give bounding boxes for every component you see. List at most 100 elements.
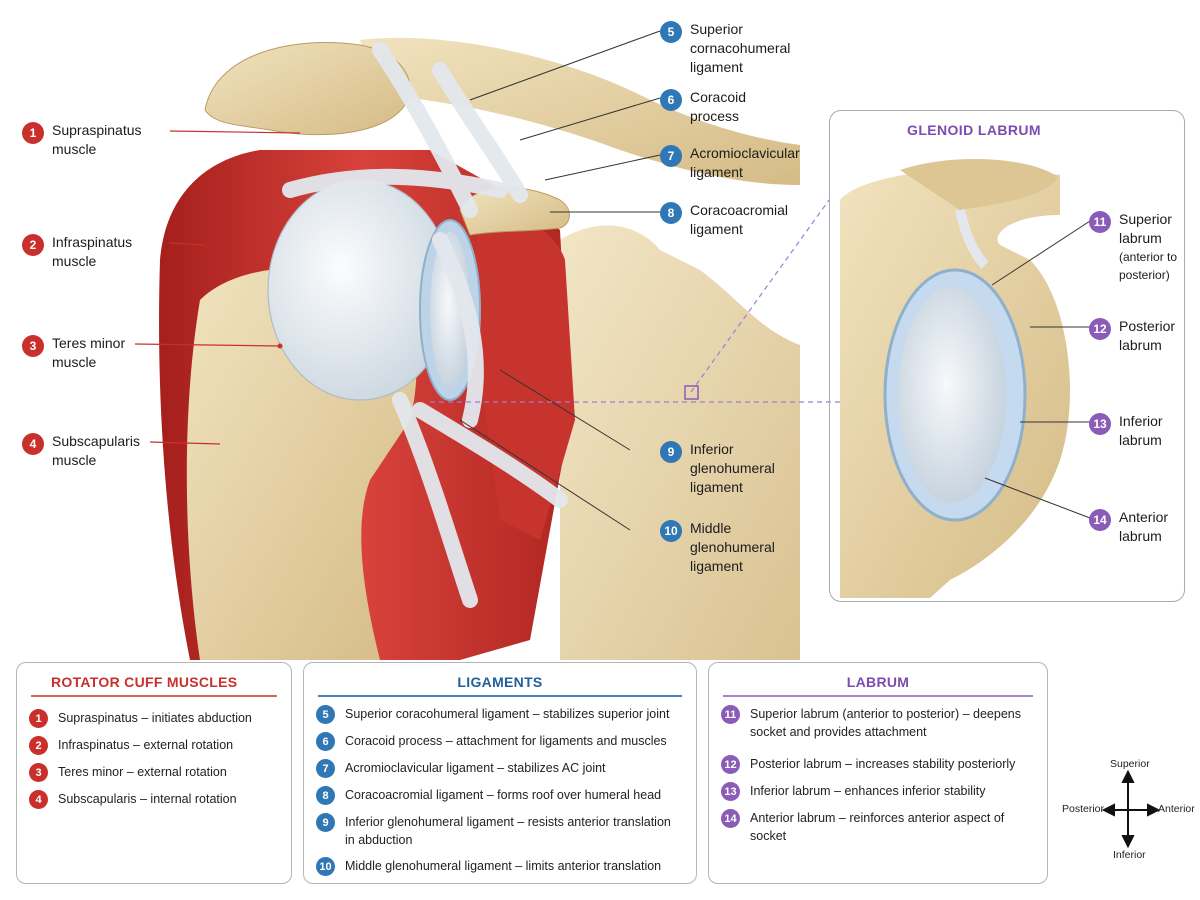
legend-item: 4 Subscapularis – internal rotation — [29, 790, 279, 809]
legend-title: LABRUM — [723, 663, 1033, 697]
callout-number-badge: 7 — [660, 145, 682, 167]
legend-text: Coracoid process – attachment for ligame… — [345, 734, 667, 748]
glenoid-inset-illustration — [840, 158, 1070, 598]
callout-posterior-labrum: 12 Posterior labrum — [1089, 317, 1184, 355]
legend-text: Superior coracohumeral ligament – stabil… — [345, 707, 670, 721]
clavicle-bone — [360, 37, 800, 186]
legend-item: 14 Anterior labrum – reinforces anterior … — [721, 809, 1035, 845]
callout-subscapularis: 4 Subscapularis muscle — [22, 432, 162, 470]
callout-label: Subscapularis muscle — [52, 433, 140, 468]
callout-anterior-labrum: 14 Anterior labrum — [1089, 508, 1184, 546]
callout-supraspinatus: 1 Supraspinatus muscle — [22, 121, 162, 159]
legend-text: Inferior glenohumeral ligament – resists… — [345, 815, 671, 847]
legend-number-badge: 6 — [316, 732, 335, 751]
legend-text: Middle glenohumeral ligament – limits an… — [345, 859, 662, 873]
legend-item: 9 Inferior glenohumeral ligament – resist… — [316, 813, 684, 849]
callout-number-badge: 5 — [660, 21, 682, 43]
legend-number-badge: 11 — [721, 705, 740, 724]
legend-item: 3 Teres minor – external rotation — [29, 763, 279, 782]
legend-number-badge: 7 — [316, 759, 335, 778]
legend-title: ROTATOR CUFF MUSCLES — [31, 663, 277, 697]
callout-label: Infraspinatus muscle — [52, 234, 133, 269]
legend-item: 6 Coracoid process – attachment for ligam… — [316, 732, 684, 751]
legend-text: Posterior labrum – increases stability p… — [750, 757, 1016, 771]
compass-inferior-label: Inferior — [1113, 849, 1146, 861]
callout-sublabel: (anterior to posterior) — [1119, 250, 1178, 282]
callout-label: Acromioclavicular ligament — [690, 145, 800, 180]
legend-number-badge: 9 — [316, 813, 335, 832]
compass-posterior-label: Posterior — [1062, 803, 1105, 815]
legend-text: Inferior labrum – enhances inferior stab… — [750, 784, 986, 798]
callout-coracoacromial-ligament: 8 Coracoacromial ligament — [660, 201, 810, 239]
legend-number-badge: 2 — [29, 736, 48, 755]
callout-coracoid-process: 6 Coracoid process — [660, 88, 810, 126]
zoom-marker-square — [684, 385, 699, 400]
callout-number-badge: 9 — [660, 441, 682, 463]
leader-lines-muscles — [134, 130, 301, 445]
callout-label: Anterior labrum — [1119, 509, 1169, 544]
leader-lines-labrum — [984, 220, 1091, 519]
callout-label: Supraspinatus muscle — [52, 122, 142, 157]
zoom-guide-lines — [430, 199, 891, 403]
legend-number-badge: 13 — [721, 782, 740, 801]
callout-label: Coracoacromial ligament — [690, 202, 789, 237]
callout-number-badge: 1 — [22, 122, 44, 144]
legend-text: Coracoacromial ligament – forms roof ove… — [345, 788, 662, 802]
legend-number-badge: 1 — [29, 709, 48, 728]
callout-number-badge: 4 — [22, 433, 44, 455]
callout-middle-glenohumeral-ligament: 10 Middle glenohumeral ligament — [660, 519, 810, 576]
legend-item: 1 Supraspinatus – initiates abduction — [29, 709, 279, 728]
legend-title: LIGAMENTS — [318, 663, 682, 697]
callout-label: Posterior labrum — [1119, 318, 1176, 353]
callout-inferior-glenohumeral-ligament: 9 Inferior glenohumeral ligament — [660, 440, 810, 497]
legend-text: Superior labrum (anterior to posterior) … — [750, 707, 1021, 739]
legend-text: Teres minor – external rotation — [58, 765, 227, 779]
legend-number-badge: 3 — [29, 763, 48, 782]
legend-text: Acromioclavicular ligament – stabilizes … — [345, 761, 606, 775]
callout-number-badge: 8 — [660, 202, 682, 224]
orientation-compass-arrows — [1101, 769, 1161, 849]
legend-item: 10 Middle glenohumeral ligament – limits … — [316, 857, 684, 876]
legend-number-badge: 5 — [316, 705, 335, 724]
legend-text: Infraspinatus – external rotation — [58, 738, 234, 752]
legend-number-badge: 4 — [29, 790, 48, 809]
callout-infraspinatus: 2 Infraspinatus muscle — [22, 233, 162, 271]
callout-number-badge: 6 — [660, 89, 682, 111]
callout-label: Superior cornacohumeral ligament — [690, 21, 791, 75]
legend-number-badge: 10 — [316, 857, 335, 876]
legend-item: 11 Superior labrum (anterior to posterior… — [721, 705, 1035, 741]
callout-number-badge: 11 — [1089, 211, 1111, 233]
glenoid-labrum-inset — [829, 110, 1185, 602]
legend-labrum: LABRUM 11 Superior labrum (anterior to po… — [708, 662, 1048, 884]
legend-item: 13 Inferior labrum – enhances inferior st… — [721, 782, 1035, 801]
legend-number-badge: 8 — [316, 786, 335, 805]
callout-number-badge: 14 — [1089, 509, 1111, 531]
callout-number-badge: 12 — [1089, 318, 1111, 340]
callout-superior-labrum: 11 Superior labrum (anterior to posterio… — [1089, 210, 1184, 284]
callout-inferior-labrum: 13 Inferior labrum — [1089, 412, 1184, 450]
callout-label: Inferior labrum — [1119, 413, 1163, 448]
legend-text: Subscapularis – internal rotation — [58, 792, 237, 806]
callout-superior-coracohumeral-ligament: 5 Superior cornacohumeral ligament — [660, 20, 810, 77]
ligament-fibers — [282, 42, 568, 608]
legend-item: 7 Acromioclavicular ligament – stabilizes… — [316, 759, 684, 778]
callout-label: Middle glenohumeral ligament — [690, 520, 775, 574]
legend-item: 2 Infraspinatus – external rotation — [29, 736, 279, 755]
legend-item: 8 Coracoacromial ligament – forms roof ov… — [316, 786, 684, 805]
legend-text: Supraspinatus – initiates abduction — [58, 711, 252, 725]
legend-rotator-cuff-muscles: ROTATOR CUFF MUSCLES 1 Supraspinatus – in… — [16, 662, 292, 884]
legend-number-badge: 14 — [721, 809, 740, 828]
callout-label: Coracoid process — [690, 89, 747, 124]
callout-number-badge: 13 — [1089, 413, 1111, 435]
callout-number-badge: 2 — [22, 234, 44, 256]
callout-acromioclavicular-ligament: 7 Acromioclavicular ligament — [660, 144, 810, 182]
callout-label: Inferior glenohumeral ligament — [690, 441, 775, 495]
callout-number-badge: 10 — [660, 520, 682, 542]
legend-text: Anterior labrum – reinforces anterior as… — [750, 811, 1005, 843]
leader-lines-ligaments — [459, 30, 661, 531]
inset-title: GLENOID LABRUM — [907, 122, 1041, 138]
scapula-bone — [560, 225, 800, 660]
compass-superior-label: Superior — [1110, 758, 1150, 770]
